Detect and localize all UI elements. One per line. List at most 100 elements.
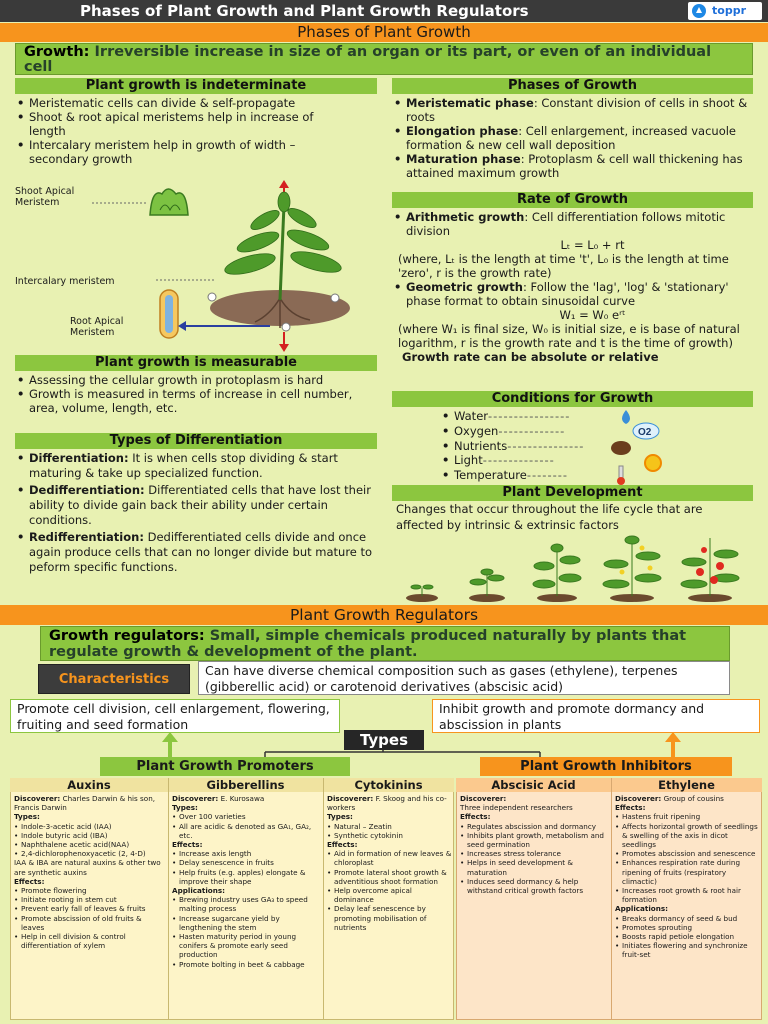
phases-header: Phases of Growth: [392, 78, 753, 94]
table-line: •Initiate rooting in stem cut: [14, 895, 166, 904]
line-caption: Applications:: [172, 886, 225, 896]
line-text: Increase sugarcane yield by lengthening …: [179, 913, 280, 932]
line-text: Affects horizontal growth of seedlings &…: [622, 821, 758, 850]
bullet-icon: •: [172, 821, 177, 831]
table-line: Three independent researchers: [460, 803, 608, 812]
geo-note: (where W₁ is final size, W₀ is initial s…: [398, 322, 740, 350]
column-header-ethylene: Ethylene: [658, 778, 715, 792]
line-text: Promote abscission of old fruits & leave…: [21, 913, 142, 932]
bullet-icon: •: [615, 858, 620, 868]
line-caption: Applications:: [615, 904, 668, 914]
bullet-icon: •: [14, 913, 19, 923]
line-text: Hasten maturity period in young conifers…: [179, 932, 297, 960]
list-item: Elongation phase: Cell enlargement, incr…: [392, 124, 753, 152]
table-line: •Help overcome apical dominance: [327, 886, 452, 904]
line-text: Promotes abscission and senescence: [622, 849, 756, 859]
table-line: •Increase sugarcane yield by lengthening…: [172, 914, 320, 932]
table-line: Types:: [327, 812, 452, 821]
table-line: Discoverer: F. Skoog and his co-workers: [327, 794, 452, 812]
table-line: Effects:: [460, 812, 608, 821]
bullet-icon: •: [327, 867, 332, 877]
table-line: Effects:: [14, 877, 166, 886]
table-line: •Boosts rapid petiole elongation: [615, 932, 759, 941]
line-caption: Discoverer:: [327, 794, 374, 803]
line-text: Hastens fruit ripening: [622, 812, 701, 822]
table-line: •Increase axis length: [172, 849, 320, 858]
bullet-icon: •: [460, 830, 465, 840]
bullet-icon: •: [460, 821, 465, 831]
column-header-abscisic-acid: Abscisic Acid: [491, 778, 576, 792]
line-text: Boosts rapid petiole elongation: [622, 932, 735, 942]
root-meristem-icon: [159, 289, 179, 339]
stem-icon: [278, 204, 286, 301]
bullet-icon: •: [615, 821, 620, 831]
promoters-header-row: [10, 778, 454, 792]
table-line: Discoverer: E. Kurosawa: [172, 794, 320, 803]
table-line: •Prevent early fall of leaves & fruits: [14, 904, 166, 913]
line-text: Promote flowering: [21, 886, 87, 896]
line-text: Help in cell division & control differen…: [21, 932, 126, 951]
rate-content: Arithmetic growth: Cell differentiation …: [392, 210, 753, 364]
measurable-header: Plant growth is measurable: [15, 355, 377, 371]
table-line: Applications:: [615, 904, 759, 913]
bullet-icon: •: [615, 913, 620, 923]
list-item: Assessing the cellular growth in protopl…: [15, 373, 370, 387]
line-text: Prevent early fall of leaves & fruits: [21, 904, 146, 914]
bullet-icon: •: [14, 840, 19, 850]
line-text: Synthetic cytokinin: [334, 830, 403, 840]
page-title: Phases of Plant Growth and Plant Growth …: [80, 2, 529, 20]
bullet-icon: •: [615, 849, 620, 859]
bullet-icon: •: [327, 849, 332, 859]
line-text: IAA & IBA are natural auxins & other two…: [14, 858, 161, 877]
condition-item: Water----------------: [440, 409, 610, 424]
bullet-icon: •: [615, 941, 620, 951]
table-line: •Promote flowering: [14, 886, 166, 895]
line-text: Group of cousins: [661, 794, 724, 803]
table-line: •Over 100 varieties: [172, 812, 320, 821]
table-line: Effects:: [172, 840, 320, 849]
regulators-definition: Growth regulators: Small, simple chemica…: [40, 626, 730, 661]
section-title-phases: Phases of Plant Growth: [0, 23, 768, 42]
table-line: Types:: [172, 803, 320, 812]
line-caption: Types:: [14, 812, 40, 822]
plant-stages-illustration: [406, 535, 740, 602]
bullet-icon: •: [14, 821, 19, 831]
bullet-icon: •: [172, 932, 177, 942]
arith-formula: Lₜ = L₀ + rt: [560, 238, 625, 252]
list-item: Shoot & root apical meristems help in in…: [15, 110, 345, 138]
development-text: Changes that occur throughout the life c…: [396, 502, 703, 532]
line-caption: Types:: [172, 803, 198, 813]
arith-note: (where, Lₜ is the length at time 't', L₀…: [398, 252, 729, 280]
oxygen-icon: [632, 422, 660, 440]
table-line: •Help in cell division & control differe…: [14, 932, 166, 950]
line-text: Indole butyric acid (IBA): [21, 830, 108, 840]
types-connector: [162, 732, 681, 760]
condition-item: Nutrients---------------: [440, 439, 610, 454]
table-line: •Natural – Zeatin: [327, 822, 452, 831]
line-text: All are acidic & denoted as GA₁, GA₂, et…: [179, 821, 312, 840]
blue-arrow-icon: [178, 321, 270, 331]
bullet-icon: •: [460, 858, 465, 868]
table-line: •Affects horizontal growth of seedlings …: [615, 822, 759, 850]
line-caption: Effects:: [172, 840, 203, 850]
sun-icon: [644, 454, 662, 472]
types-label: Types: [344, 730, 424, 750]
shoot-apical-label: Shoot Apical Meristem: [15, 186, 75, 208]
brand-logo[interactable]: toppr: [688, 2, 762, 20]
table-line: •Breaks dormancy of seed & bud: [615, 914, 759, 923]
table-line: •Increases root growth & root hair forma…: [615, 886, 759, 904]
line-caption: Effects:: [327, 840, 358, 850]
line-text: Increase axis length: [179, 849, 252, 859]
growth-def-label: Growth:: [24, 44, 90, 60]
table-line: •Promotes abscission and senescence: [615, 849, 759, 858]
table-line: •Indole butyric acid (IBA): [14, 831, 166, 840]
characteristics-label: Characteristics: [38, 664, 190, 694]
regulators-def-text: Small, simple chemicals produced natural…: [49, 628, 687, 660]
line-text: Delay senescence in fruits: [179, 858, 274, 868]
line-caption: Discoverer:: [615, 794, 662, 803]
table-line: Effects:: [327, 840, 452, 849]
table-line: •Promote bolting in beet & cabbage: [172, 960, 320, 969]
bullet-icon: •: [14, 932, 19, 942]
table-line: •Naphthalene acetic acid(NAA): [14, 840, 166, 849]
bullet-icon: •: [14, 904, 19, 914]
